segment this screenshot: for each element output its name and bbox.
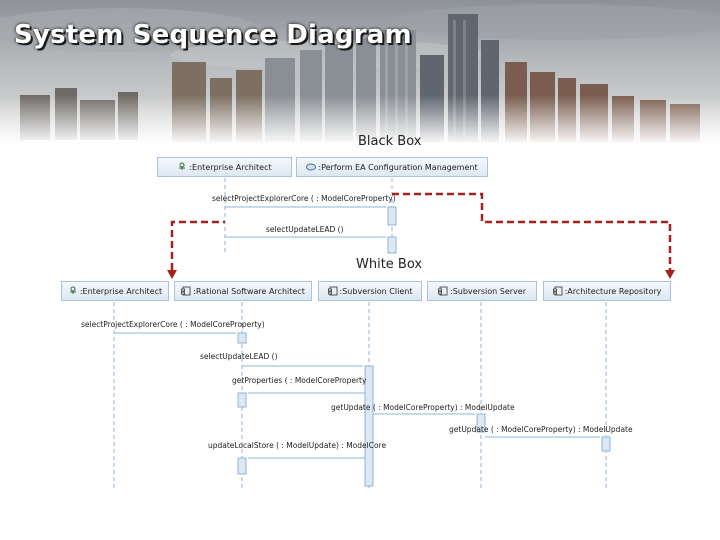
lifeline-header-wb-rational-software-architect[interactable]: :Rational Software Architect [174, 281, 312, 301]
lifeline-label: :Rational Software Architect [193, 286, 305, 296]
lifeline-header-wb-subversion-client[interactable]: :Subversion Client [318, 281, 422, 301]
lifeline-label: :Enterprise Architect [189, 162, 272, 172]
message-label-wb-3: getProperties ( : ModelCoreProperty [232, 376, 367, 385]
activation-wb-6 [237, 457, 247, 475]
component-icon [181, 286, 191, 296]
lifeline-label: :Perform EA Configuration Management [318, 162, 478, 172]
component-icon [552, 286, 563, 296]
lifeline-label: :Subversion Server [450, 286, 526, 296]
activation-wb-2 [364, 365, 374, 487]
message-label-wb-6: updateLocalStore ( : ModelUpdate) : Mode… [208, 441, 387, 450]
activation-bb-2 [387, 236, 397, 254]
slide-title: System Sequence Diagram [14, 20, 412, 50]
message-label-wb-2: selectUpdateLEAD () [200, 352, 278, 361]
lifeline-header-wb-architecture-repository[interactable]: :Architecture Repository [543, 281, 671, 301]
message-label-wb-1: selectProjectExplorerCore ( : ModelCoreP… [81, 320, 265, 329]
lifeline-label: :Architecture Repository [564, 286, 662, 296]
white-box-label: White Box [356, 257, 423, 272]
component-icon [327, 286, 338, 296]
activation-bb-1 [387, 206, 397, 226]
actor-icon [177, 162, 187, 172]
activation-wb-4 [476, 413, 486, 433]
lifeline-label: :Subversion Client [339, 286, 413, 296]
skyline-banner: System Sequence Diagram [0, 0, 720, 145]
mapping-arrow-right [392, 192, 672, 270]
component-icon [438, 286, 448, 296]
arrowhead-right [665, 270, 675, 279]
lifeline-header-bb-perform-ea[interactable]: :Perform EA Configuration Management [296, 157, 488, 177]
activation-wb-5 [601, 436, 611, 452]
lifeline-header-bb-enterprise-architect[interactable]: :Enterprise Architect [157, 157, 292, 177]
black-box-label: Black Box [358, 134, 422, 149]
message-label-wb-5: getUpdate ( : ModelCoreProperty) : Model… [449, 425, 633, 434]
message-label-bb-2: selectUpdateLEAD () [266, 225, 344, 234]
lifeline-header-wb-enterprise-architect[interactable]: :Enterprise Architect [61, 281, 169, 301]
use-case-icon [306, 162, 317, 172]
message-label-bb-1: selectProjectExplorerCore ( : ModelCoreP… [212, 194, 396, 203]
activation-wb-3 [237, 392, 247, 408]
lifeline-label: :Enterprise Architect [79, 286, 163, 296]
lifeline-header-wb-subversion-server[interactable]: :Subversion Server [427, 281, 537, 301]
arrowhead-left [167, 270, 177, 279]
actor-icon [68, 286, 78, 296]
mapping-arrow-left [170, 220, 225, 270]
message-label-wb-4: getUpdate ( : ModelCoreProperty) : Model… [331, 403, 515, 412]
activation-wb-1 [237, 332, 247, 344]
